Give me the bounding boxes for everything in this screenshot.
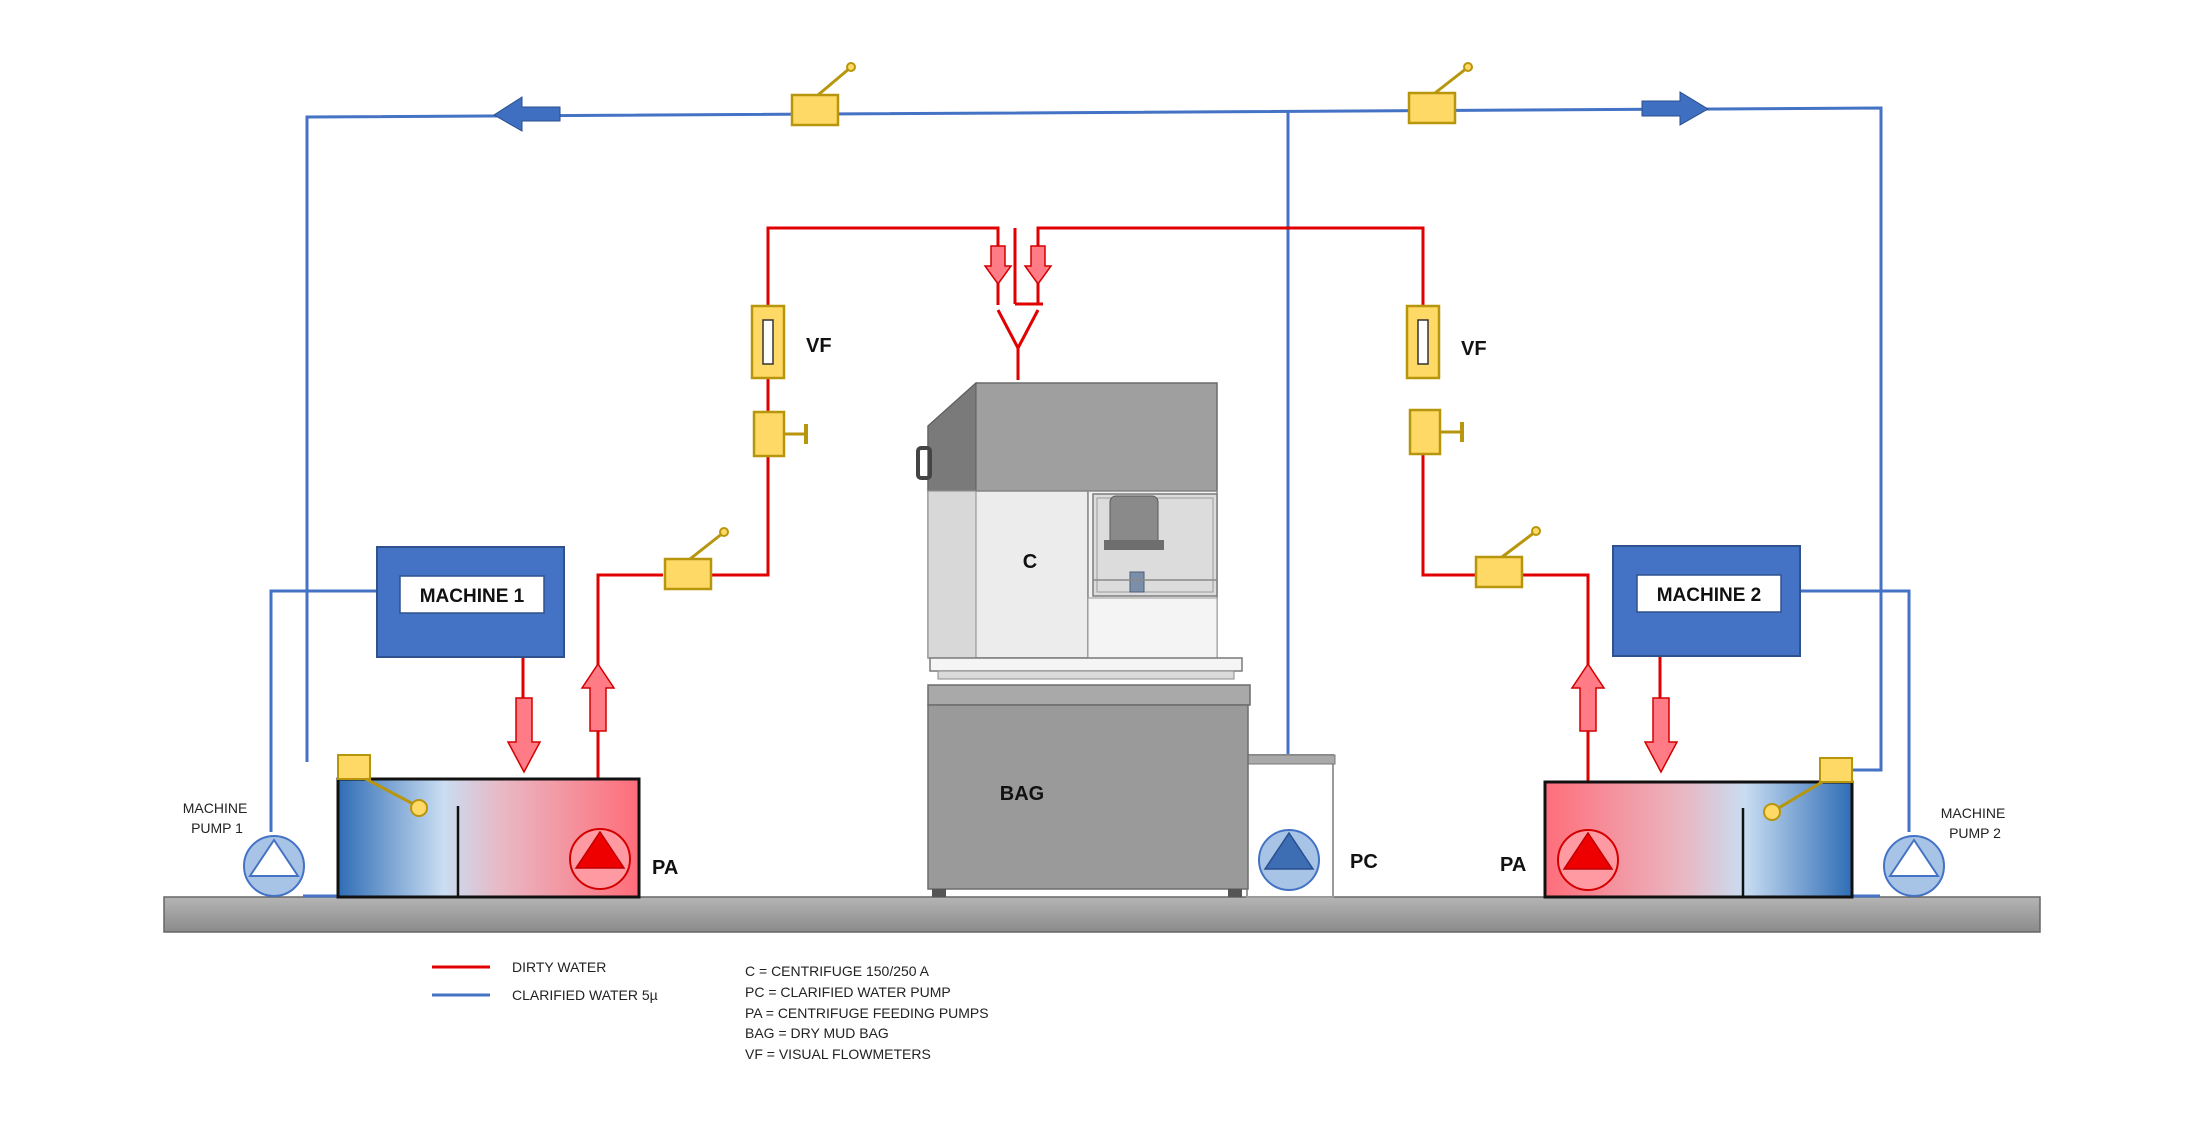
machine-pump2-label: MACHINE PUMP 2: [1941, 805, 2009, 841]
centrifuge-label: C: [1023, 551, 1037, 573]
vf-right-label: VF: [1461, 338, 1487, 360]
right-level-switch: [1763, 757, 1853, 821]
centrifuge: [916, 381, 1251, 897]
legend: DIRTY WATER CLARIFIED WATER 5µ: [432, 959, 658, 1003]
note-line: C = CENTRIFUGE 150/250 A: [745, 963, 930, 979]
top-left-valve: [790, 62, 856, 127]
top-right-valve: [1407, 62, 1473, 125]
note-line: PC = CLARIFIED WATER PUMP: [745, 984, 951, 1000]
note-line: VF = VISUAL FLOWMETERS: [745, 1046, 931, 1062]
left-check-valve: [752, 410, 808, 458]
pa-left-up-arrow: [580, 662, 616, 732]
inlet-arrow-left: [983, 245, 1013, 286]
bag-label: BAG: [1000, 783, 1044, 805]
machine-pump2-line2: PUMP 2: [1949, 825, 2001, 841]
note-line: PA = CENTRIFUGE FEEDING PUMPS: [745, 1005, 989, 1021]
pc-label: PC: [1350, 851, 1378, 873]
left-feed-valve: [663, 527, 729, 591]
machine2-discharge-arrow: [1643, 697, 1679, 774]
pa-left-pump: [569, 828, 631, 890]
machine-pump1-line1: MACHINE: [183, 800, 248, 816]
inlet-arrow-right: [1023, 245, 1053, 286]
legend-clarified-label: CLARIFIED WATER 5µ: [512, 987, 658, 1003]
machine-pump1-line2: PUMP 1: [191, 820, 243, 836]
legend-dirty-label: DIRTY WATER: [512, 959, 606, 975]
flow-arrow-right: [1641, 91, 1709, 126]
right-flowmeter: [1405, 304, 1441, 380]
machine1-label: MACHINE 1: [420, 586, 525, 607]
right-feed-valve: [1474, 526, 1541, 589]
left-flowmeter: [750, 304, 786, 380]
right-check-valve: [1408, 408, 1464, 456]
vf-left-label: VF: [806, 335, 832, 357]
machine-2: [1612, 545, 1801, 657]
flow-arrow-left: [493, 96, 561, 132]
pa-right-label: PA: [1500, 854, 1526, 876]
pc-pump: [1258, 829, 1320, 891]
machine-pump-2: [1883, 835, 1945, 897]
machine-pump-1: [243, 835, 305, 897]
machine1-discharge-arrow: [506, 697, 542, 774]
note-line: BAG = DRY MUD BAG: [745, 1025, 889, 1041]
machine-pump1-label: MACHINE PUMP 1: [183, 800, 251, 836]
left-level-switch: [337, 754, 428, 817]
pa-right-pump: [1557, 829, 1619, 891]
pa-left-label: PA: [652, 857, 678, 879]
machine-1: [376, 546, 565, 658]
abbreviation-notes: C = CENTRIFUGE 150/250 A PC = CLARIFIED …: [745, 963, 989, 1062]
floor: [163, 896, 2041, 933]
machine2-label: MACHINE 2: [1657, 585, 1762, 606]
dirty-water-lines: [521, 226, 1662, 830]
pa-right-up-arrow: [1570, 662, 1606, 732]
machine-pump2-line1: MACHINE: [1941, 805, 2006, 821]
